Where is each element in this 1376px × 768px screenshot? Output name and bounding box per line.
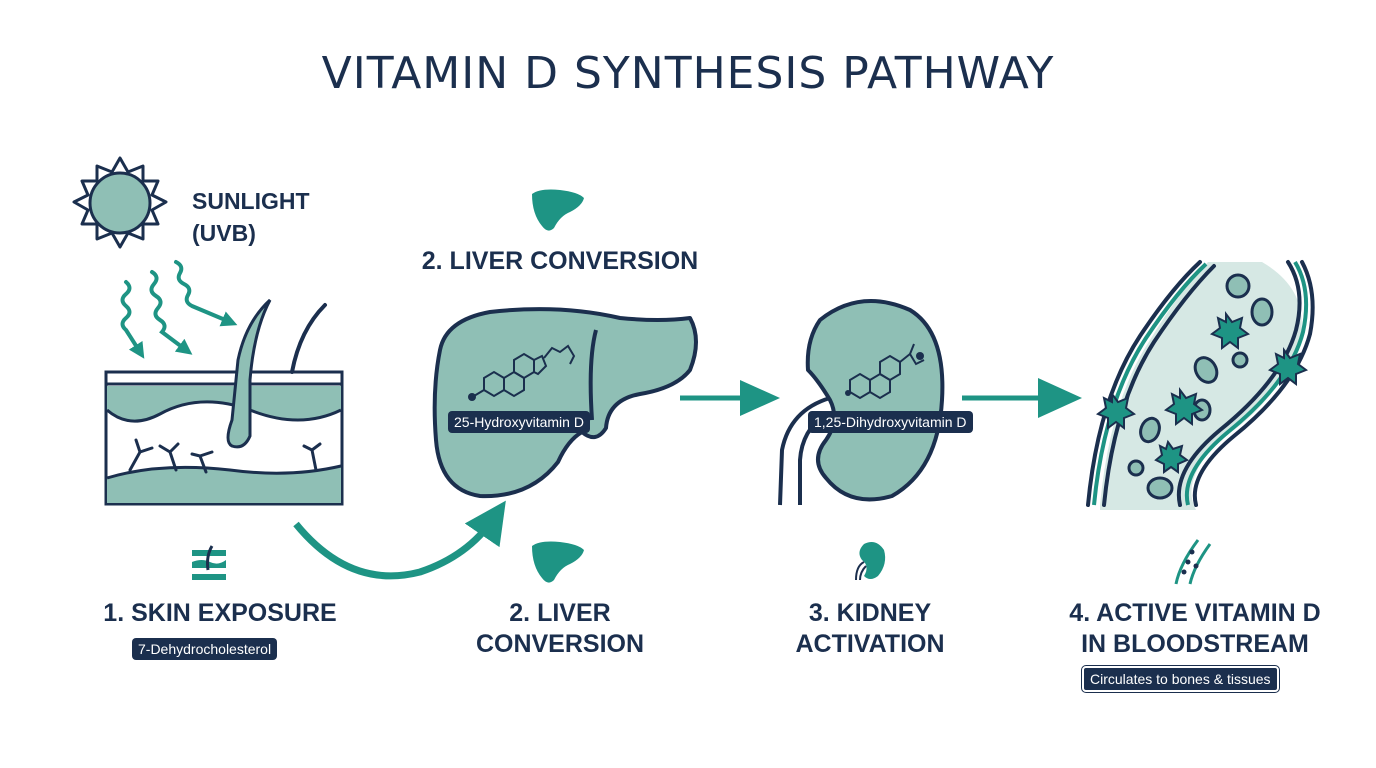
uvb-rays-icon	[120, 260, 238, 359]
sun-icon	[72, 156, 168, 249]
arrow-liver-to-kidney	[680, 380, 780, 416]
sunlight-label: SUNLIGHT (UVB)	[192, 185, 310, 249]
step-2-label: 2. LIVER CONVERSION	[410, 598, 710, 660]
liver-illustration	[432, 307, 698, 499]
arrow-kidney-to-bloodstream	[962, 378, 1082, 418]
step-4-line2: IN BLOODSTREAM	[1081, 630, 1309, 658]
kidney-icon	[855, 542, 886, 581]
liver-icon	[532, 541, 584, 583]
step-3-line1: 3. KIDNEY	[808, 599, 932, 627]
kidney-illustration	[778, 299, 945, 506]
sunlight-label-line1: SUNLIGHT	[192, 188, 310, 214]
molecule-label-kidney: 1,25-Dihydroxyvitamin D	[808, 411, 973, 433]
step-2-line1: 2. LIVER	[509, 599, 611, 627]
molecule-label-liver: 25-Hydroxyvitamin D	[448, 411, 590, 433]
skin-cross-section-icon	[104, 298, 344, 506]
liver-conversion-heading: 2. LIVER CONVERSION	[421, 247, 699, 275]
step-1-tag: 7-Dehydrocholesterol	[132, 638, 278, 660]
step-1-line1: 1. SKIN EXPOSURE	[103, 599, 337, 627]
blood-vessel-illustration	[1086, 260, 1315, 510]
step-4-label: 4. ACTIVE VITAMIN D IN BLOODSTREAM	[1040, 598, 1350, 660]
step-3-line2: ACTIVATION	[795, 630, 945, 658]
sunlight-label-line2: (UVB)	[192, 220, 256, 246]
step-1-label: 1. SKIN EXPOSURE	[70, 598, 370, 629]
step-3-label: 3. KIDNEY ACTIVATION	[720, 598, 1020, 660]
step-4-tag: Circulates to bones & tissues	[1082, 666, 1279, 692]
blood-vessel-icon	[1174, 539, 1212, 585]
diagram-title: VITAMIN D SYNTHESIS PATHWAY	[321, 48, 1055, 99]
curved-arrow-skin-to-liver	[293, 500, 506, 580]
liver-icon	[532, 189, 584, 231]
step-2-line2: CONVERSION	[475, 630, 645, 658]
step-4-line1: 4. ACTIVE VITAMIN D	[1069, 599, 1321, 627]
skin-icon	[192, 545, 226, 580]
